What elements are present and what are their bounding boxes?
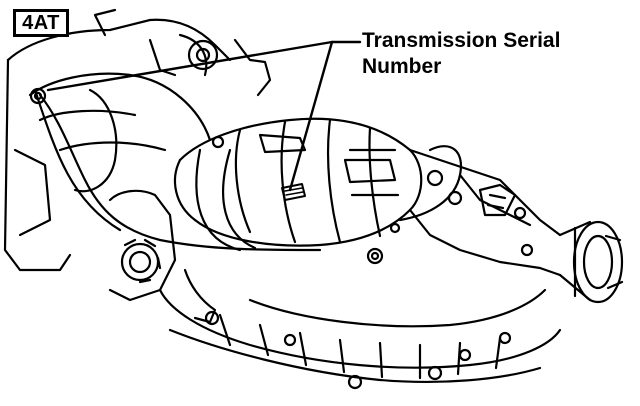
callout-line-1: Transmission Serial [362,29,561,52]
serial-number-plate [281,183,306,201]
callout-line-2: Number [362,55,442,78]
converter-housing [108,189,220,326]
serial-number-callout: Transmission Serial Number [362,28,560,80]
callout-leader-lines [46,40,362,192]
output-flange [558,220,624,304]
model-badge: 4AT [13,9,69,37]
wire-harness [29,87,463,252]
oil-pan [158,288,562,390]
extension-housing [408,148,562,277]
case-bolts [211,135,401,265]
transmission-case [173,117,423,247]
engine-block-outline [3,8,272,272]
